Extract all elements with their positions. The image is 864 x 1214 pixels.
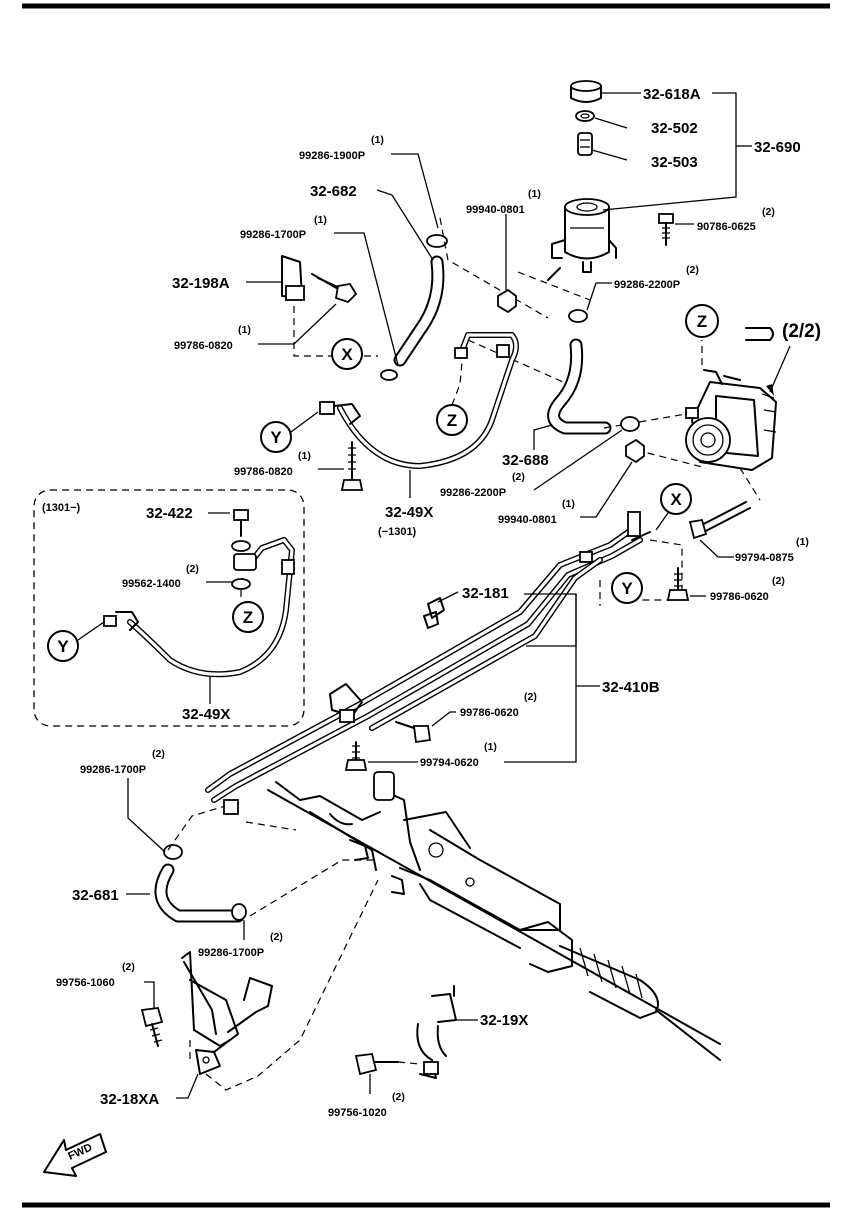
bolt-99786-0620-a	[666, 567, 706, 601]
reservoir-leaders	[586, 92, 752, 311]
label-99562-1400: 99562-1400	[122, 578, 181, 590]
qty-99786-0820-a: (1)	[238, 324, 251, 336]
qty-99756-1060: (2)	[122, 961, 135, 973]
qty-99786-0620-a: (2)	[772, 575, 785, 587]
nut-99940-0801-b	[625, 438, 645, 464]
label-99286-2200P-b: 99286-2200P	[440, 487, 506, 499]
label-99786-0620-b: 99786-0620	[460, 707, 519, 719]
label-99756-1020: 99756-1020	[328, 1107, 387, 1119]
marker-y-upper: Y	[260, 411, 319, 453]
svg-text:Z: Z	[697, 312, 707, 331]
clamp-99286-2200P-b	[620, 416, 640, 432]
qty-99756-1020: (2)	[392, 1091, 405, 1103]
label-32-503: 32-503	[651, 154, 698, 171]
bolt-99756-1020	[354, 1053, 421, 1094]
inset-range-1301-plus: (1301−)	[42, 502, 81, 514]
label-99940-0801-a: 99940-0801	[466, 204, 525, 216]
svg-text:Z: Z	[243, 608, 253, 627]
label-32-18XA: 32-18XA	[100, 1091, 159, 1108]
qty-99286-1700P-c: (2)	[270, 931, 283, 943]
label-32-502: 32-502	[651, 120, 698, 137]
bracket-32-198A	[246, 255, 378, 357]
qty-99286-1900P: (1)	[371, 134, 384, 146]
qty-99562-1400: (2)	[186, 563, 199, 575]
inset-box	[33, 489, 305, 727]
label-32-688: 32-688	[502, 452, 549, 469]
label-32-681: 32-681	[72, 887, 119, 904]
qty-99286-1700P-a: (1)	[314, 214, 327, 226]
svg-text:Z: Z	[447, 411, 457, 430]
callout-labels: 32-618A 32-502 32-503 32-690 (1) 99286-1…	[42, 86, 821, 1119]
label-90786-0625: 90786-0625	[697, 221, 756, 233]
reservoir-group	[547, 80, 674, 323]
pipe-32-410B	[205, 511, 651, 803]
label-32-49X-b: 32-49X	[182, 706, 230, 723]
fwd-arrow: FWD	[43, 1133, 107, 1177]
page-ref-arrow	[745, 327, 774, 341]
qty-99286-2200P-b: (2)	[512, 471, 525, 483]
label-99786-0620-a: 99786-0620	[710, 591, 769, 603]
steering-rack	[267, 771, 721, 1061]
svg-text:Y: Y	[621, 579, 633, 598]
qty-90786-0625: (2)	[762, 206, 775, 218]
qty-99794-0875: (1)	[796, 536, 809, 548]
label-32-181: 32-181	[462, 585, 509, 602]
page-ref-label: (2/2)	[782, 321, 821, 342]
label-32-19X: 32-19X	[480, 1012, 528, 1029]
reference-markers: X Y Z Z X Y Z Y	[47, 304, 719, 662]
svg-text:Y: Y	[57, 637, 69, 656]
label-32-682: 32-682	[310, 183, 357, 200]
marker-z-inset: Z	[232, 601, 264, 633]
label-99794-0875: 99794-0875	[735, 552, 794, 564]
power-steering-pump	[685, 369, 777, 471]
label-99794-0620: 99794-0620	[420, 757, 479, 769]
bolt-99794-0875	[688, 501, 751, 558]
marker-y-inset: Y	[47, 621, 105, 662]
qty-99940-0801-b: (1)	[562, 498, 575, 510]
label-99786-0820-b: 99786-0820	[234, 466, 293, 478]
qty-99286-2200P-a: (2)	[686, 264, 699, 276]
qty-99786-0620-b: (2)	[524, 691, 537, 703]
svg-text:X: X	[670, 490, 682, 509]
label-99286-1900P: 99286-1900P	[299, 150, 365, 162]
qty-99786-0820-b: (1)	[298, 450, 311, 462]
label-99940-0801-b: 99940-0801	[498, 514, 557, 526]
label-99786-0820-a: 99786-0820	[174, 340, 233, 352]
label-99756-1060: 99756-1060	[56, 977, 115, 989]
bracket-32-18XA	[176, 879, 379, 1099]
inset-pipe-32-49X	[103, 509, 295, 704]
clamp-32-19X	[416, 985, 478, 1079]
label-32-49X-a: 32-49X	[385, 504, 433, 521]
qty-99794-0620: (1)	[484, 741, 497, 753]
marker-y-right: Y	[611, 572, 643, 604]
bolt-99756-1060	[140, 981, 164, 1047]
label-32-198A: 32-198A	[172, 275, 230, 292]
label-32-618A: 32-618A	[643, 86, 701, 103]
range-minus-1301: (−1301)	[378, 526, 417, 538]
center-bracket	[329, 683, 456, 771]
svg-text:X: X	[341, 345, 353, 364]
nut-center	[223, 799, 239, 815]
label-99286-1700P-c: 99286-1700P	[198, 947, 264, 959]
label-32-422: 32-422	[146, 505, 193, 522]
label-99286-2200P-a: 99286-2200P	[614, 279, 680, 291]
nut-99940-0801-a	[497, 288, 517, 314]
label-32-410B: 32-410B	[602, 679, 660, 696]
marker-z-pump: Z	[685, 304, 719, 338]
marker-x-right: X	[655, 483, 692, 531]
marker-z-upper: Z	[436, 361, 468, 436]
marker-x-upper: X	[331, 338, 363, 370]
clamp-32-181	[423, 597, 445, 629]
svg-text:Y: Y	[270, 428, 282, 447]
qty-99940-0801-a: (1)	[528, 188, 541, 200]
qty-99286-1700P-b: (2)	[152, 748, 165, 760]
label-99286-1700P-b: 99286-1700P	[80, 764, 146, 776]
label-32-690: 32-690	[754, 139, 801, 156]
bolt-99786-0820-b	[318, 441, 364, 491]
label-99286-1700P-a: 99286-1700P	[240, 229, 306, 241]
